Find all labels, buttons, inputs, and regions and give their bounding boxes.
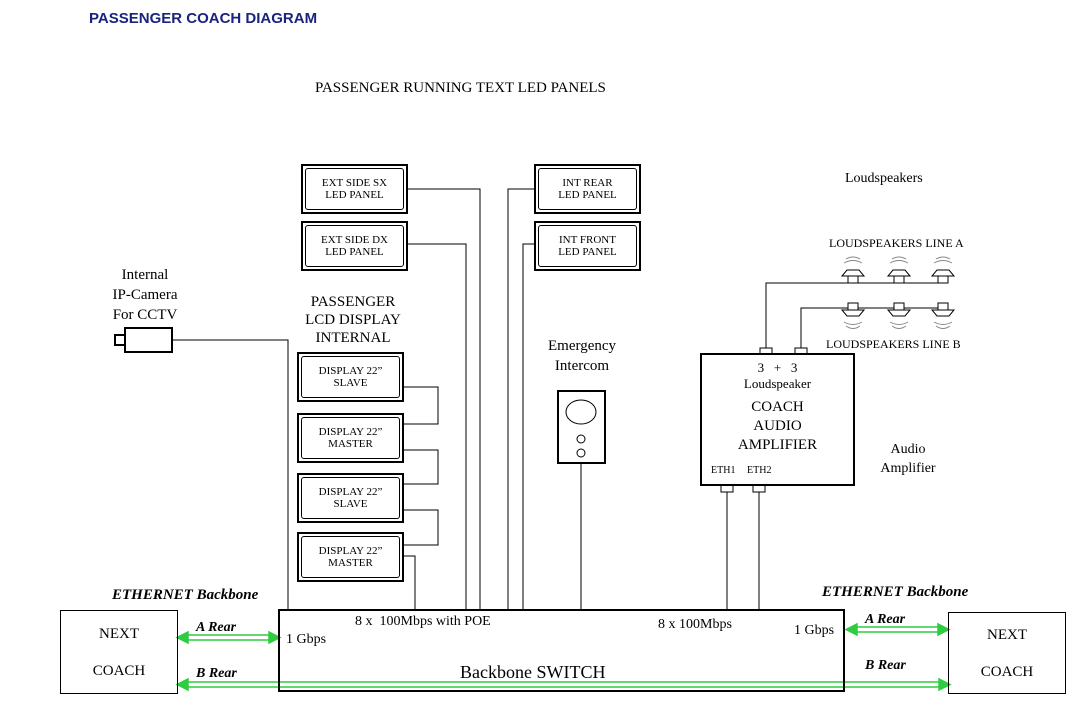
ext-side-sx-label: EXT SIDE SX LED PANEL xyxy=(321,177,388,201)
intercom-button-2 xyxy=(576,448,586,458)
b-rear-right-label: B Rear xyxy=(865,658,906,673)
camera-body xyxy=(124,327,173,353)
eth1-port xyxy=(720,484,734,493)
intercom-button-1 xyxy=(576,434,586,444)
eth1-label: ETH1 xyxy=(711,465,736,476)
next-coach-left-line1: NEXT xyxy=(99,626,139,642)
gbps-left-label: 1 Gbps xyxy=(286,632,327,647)
camera-lens xyxy=(114,334,126,346)
gbps-right-label: 1 Gbps xyxy=(794,623,835,638)
wire-lcd-4-switch xyxy=(404,555,416,610)
ext-side-sx-led-panel: EXT SIDE SX LED PANEL xyxy=(301,164,408,214)
lcd-heading: PASSENGER LCD DISPLAY INTERNAL xyxy=(305,294,401,346)
lcd-display-3-label: DISPLAY 22” SLAVE xyxy=(318,486,383,510)
camera-label: Internal IP-Camera For CCTV xyxy=(112,267,178,323)
led-panels-heading: PASSENGER RUNNING TEXT LED PANELS xyxy=(315,80,606,96)
speaker-a3-icon xyxy=(930,256,956,284)
int-rear-led-panel: INT REAR LED PANEL xyxy=(534,164,641,214)
wire-int-front xyxy=(522,243,535,610)
lcd-display-3: DISPLAY 22” SLAVE xyxy=(297,473,404,523)
a-rear-left-label: A Rear xyxy=(196,620,237,635)
speaker-a2-icon xyxy=(886,256,912,284)
arrow-a-right-end xyxy=(937,622,951,637)
int-rear-label: INT REAR LED PANEL xyxy=(558,177,617,201)
loudspeakers-line-b-label: LOUDSPEAKERS LINE B xyxy=(826,337,961,351)
speaker-b2-icon xyxy=(886,302,912,329)
intercom-speaker xyxy=(565,399,597,425)
arrow-b-end xyxy=(938,677,952,692)
arrow-b-start xyxy=(175,677,189,692)
amp-count-sub: Loudspeaker xyxy=(743,376,812,391)
ext-side-dx-led-panel: EXT SIDE DX LED PANEL xyxy=(301,221,408,271)
intercom-label: Emergency Intercom xyxy=(547,338,617,374)
eth2-port xyxy=(752,484,766,493)
wire-ext-sx xyxy=(407,188,481,610)
ext-side-dx-label: EXT SIDE DX LED PANEL xyxy=(320,234,388,258)
loudspeakers-line-a-label: LOUDSPEAKERS LINE A xyxy=(829,236,964,250)
a-rear-right-label: A Rear xyxy=(865,612,906,627)
loudspeakers-heading: Loudspeakers xyxy=(845,171,923,186)
arrow-a-left-start xyxy=(175,630,189,645)
int-front-label: INT FRONT LED PANEL xyxy=(558,234,617,258)
arrow-a-right-start xyxy=(844,622,858,637)
loudspeakers-line-b xyxy=(840,302,956,329)
wire-lcd-2-3 xyxy=(404,449,439,485)
loudspeakers-line-a xyxy=(840,256,956,284)
lcd-display-2: DISPLAY 22” MASTER xyxy=(297,413,404,463)
wire-line-a xyxy=(765,282,943,350)
next-coach-right-line1: NEXT xyxy=(987,627,1027,643)
next-coach-right-line2: COACH xyxy=(980,664,1034,680)
audio-amplifier-label: Audio Amplifier xyxy=(880,442,936,476)
b-rear-left-label: B Rear xyxy=(196,666,237,681)
next-coach-left-line2: COACH xyxy=(92,663,146,679)
coach-audio-amplifier: 3 + 3 Loudspeaker COACH AUDIO AMPLIFIER … xyxy=(700,353,855,486)
lcd-display-4: DISPLAY 22” MASTER xyxy=(297,532,404,582)
backbone-switch: 8 x 100Mbps with POE 8 x 100Mbps 1 Gbps … xyxy=(278,609,845,692)
wire-ext-dx xyxy=(407,243,467,610)
wire-int-rear xyxy=(507,188,535,610)
lcd-display-1-label: DISPLAY 22” SLAVE xyxy=(318,365,383,389)
speaker-b3-icon xyxy=(930,302,956,329)
ethernet-backbone-left-label: ETHERNET Backbone xyxy=(112,587,259,603)
int-front-led-panel: INT FRONT LED PANEL xyxy=(534,221,641,271)
speaker-a1-icon xyxy=(840,256,866,284)
wire-camera xyxy=(172,339,289,610)
page-title: PASSENGER COACH DIAGRAM xyxy=(89,10,318,27)
next-coach-left: NEXT COACH xyxy=(60,610,178,694)
next-coach-right: NEXT COACH xyxy=(948,612,1066,694)
ethernet-backbone-right-label: ETHERNET Backbone xyxy=(822,584,969,600)
speaker-b1-icon xyxy=(840,302,866,329)
switch-name: Backbone SWITCH xyxy=(460,662,606,682)
lcd-display-4-label: DISPLAY 22” MASTER xyxy=(318,545,383,569)
eth2-label: ETH2 xyxy=(747,465,772,476)
amp-count: 3 + 3 xyxy=(757,360,798,375)
poe-ports-label: 8 x 100Mbps with POE xyxy=(355,614,491,629)
wire-lcd-3-4 xyxy=(404,509,439,546)
wire-lcd-1-2 xyxy=(404,386,439,425)
lcd-display-1: DISPLAY 22” SLAVE xyxy=(297,352,404,402)
amp-name: COACH AUDIO AMPLIFIER xyxy=(737,399,818,453)
arrow-a-left-end xyxy=(268,630,282,645)
lcd-display-2-label: DISPLAY 22” MASTER xyxy=(318,426,383,450)
ports-label: 8 x 100Mbps xyxy=(658,617,732,632)
